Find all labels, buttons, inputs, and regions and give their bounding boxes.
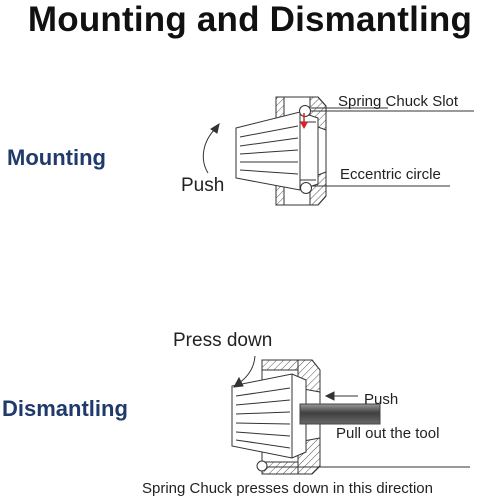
dismantling-tool-shank bbox=[299, 403, 381, 425]
spring-chuck-slot-label: Spring Chuck Slot bbox=[338, 93, 459, 110]
page-title: Mounting and Dismantling bbox=[27, 0, 473, 39]
dismantling-label: Dismantling bbox=[2, 396, 128, 421]
dismantling-push-label: Push bbox=[364, 391, 399, 408]
press-down-arrow bbox=[233, 355, 256, 388]
mounting-push-arrow bbox=[202, 122, 220, 174]
press-down-label: Press down bbox=[173, 330, 273, 351]
mounting-label: Mounting bbox=[7, 145, 106, 170]
mounting-collet bbox=[235, 111, 319, 191]
mounting-red-arrow bbox=[300, 113, 308, 129]
dismantling-diagram bbox=[231, 355, 470, 475]
dismantling-ball bbox=[256, 460, 268, 472]
mounting-push-label: Push bbox=[181, 175, 225, 196]
bottom-note-label: Spring Chuck presses down in this direct… bbox=[142, 480, 433, 497]
mounting-eccentric-ball bbox=[300, 182, 312, 194]
dismantling-push-arrow bbox=[324, 391, 358, 401]
mounting-slot-ball bbox=[299, 105, 311, 117]
pull-out-tool-label: Pull out the tool bbox=[336, 425, 440, 442]
eccentric-circle-label: Eccentric circle bbox=[340, 166, 441, 183]
mounting-diagram bbox=[202, 96, 474, 206]
dismantling-collet bbox=[231, 373, 307, 459]
